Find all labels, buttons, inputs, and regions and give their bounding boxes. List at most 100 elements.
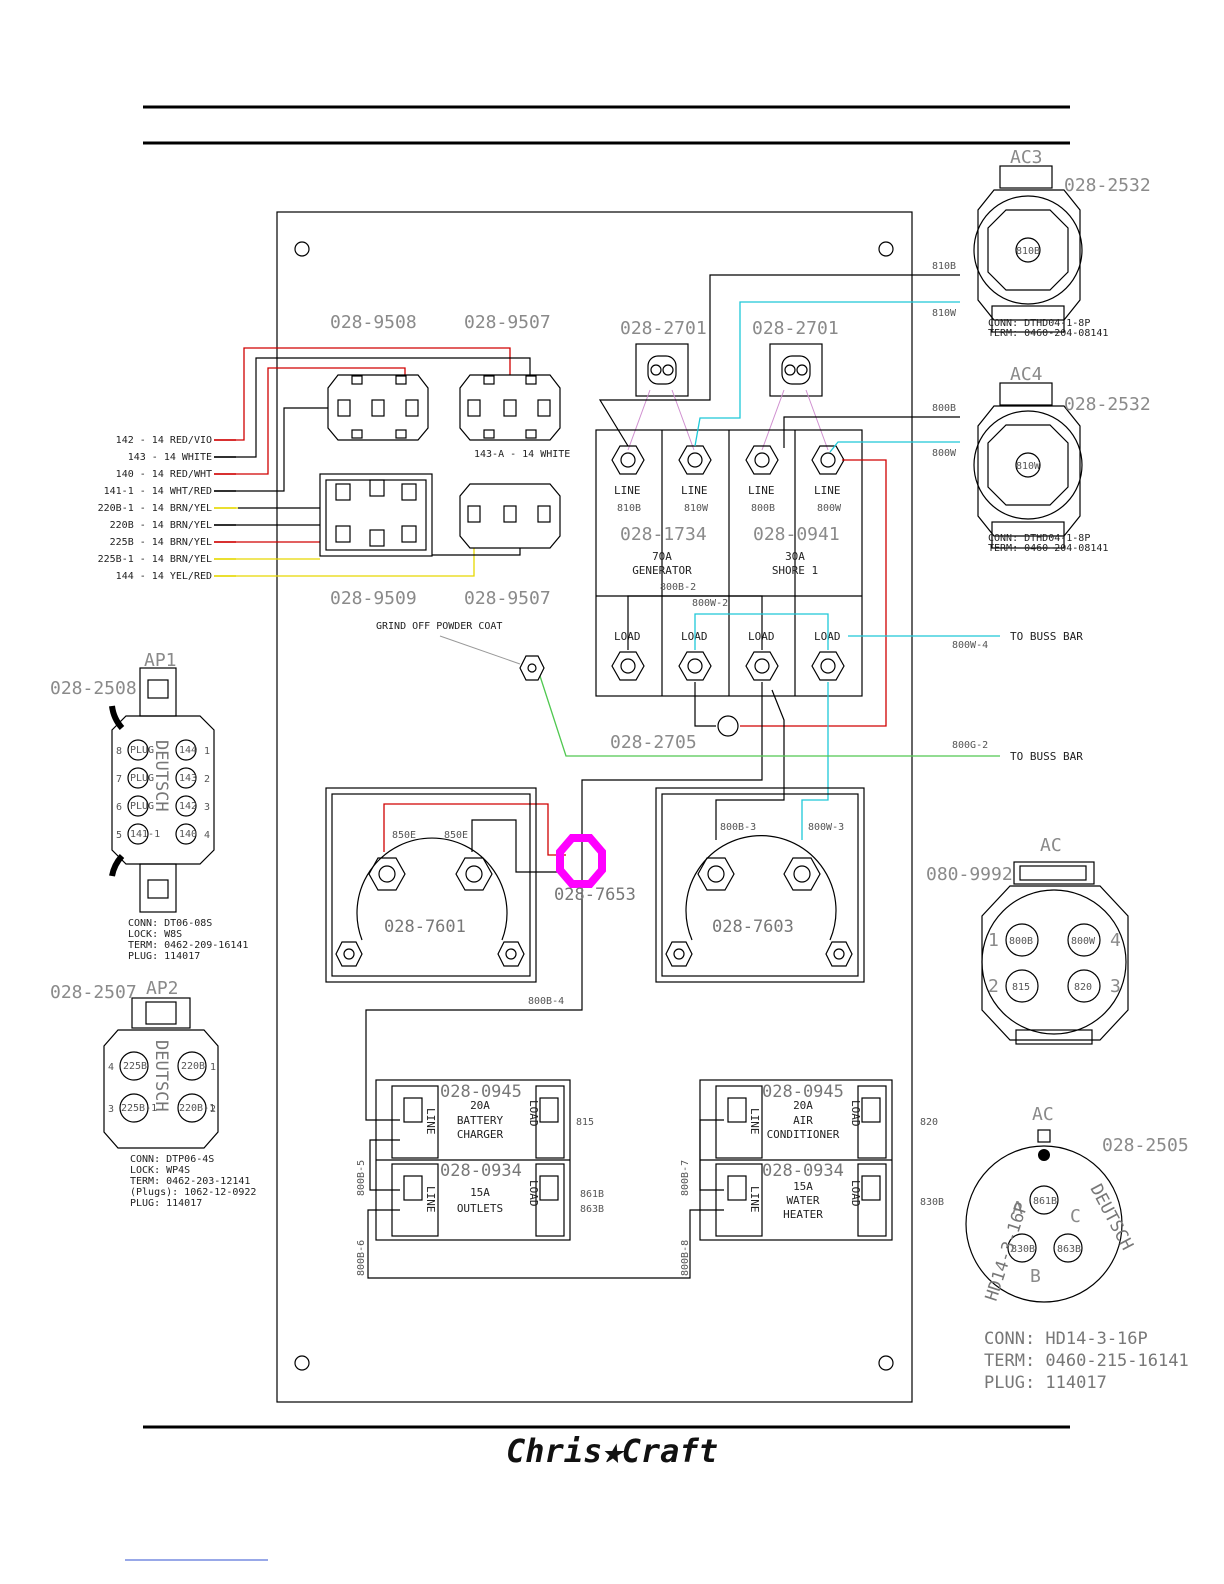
ap2-num-2: 1 [210, 1062, 216, 1073]
ac4-conn: CONN: DTHD04-1-8P [988, 533, 1090, 544]
wire-800g-2-label: 800G-2 [952, 740, 988, 751]
wire-label-225b: 225B - 14 BRN/YEL [110, 537, 212, 548]
shore-name: SHORE 1 [772, 564, 818, 577]
breaker-heater-wire: 830B [920, 1197, 944, 1208]
panel-hole-br [878, 1355, 894, 1371]
breaker-ac-line: LINE [748, 1108, 761, 1135]
ac-box-pin-4: 820 [1074, 982, 1092, 993]
ap1-pin-3: 142 [179, 801, 197, 812]
to-buss-bar-1: TO BUSS BAR [1010, 630, 1083, 643]
breaker-outlets-line: LINE [424, 1186, 437, 1213]
ac-round-plug: PLUG: 114017 [984, 1373, 1107, 1393]
ap1-left-num-1: 8 [116, 746, 122, 757]
meter-left-part: 028-7601 [384, 917, 466, 937]
breaker-line-wire-4: 800W [817, 503, 842, 514]
ap1-conn: CONN: DT06-08S [128, 918, 212, 929]
ac-round-pin-2: 830B [1011, 1244, 1035, 1255]
breaker-load-3: LOAD [748, 630, 775, 643]
ac-box-part: 080-9992 [926, 864, 1013, 885]
breaker-outlets-wire-1: 861B [580, 1189, 604, 1200]
breaker-line-wire-3: 800B [751, 503, 775, 514]
connector-ap1 [109, 667, 215, 913]
ap1-plug-2: PLUG [130, 773, 154, 784]
ac-round-pin-3: 863B [1057, 1244, 1081, 1255]
breaker-outlets-wire-2: 863B [580, 1204, 604, 1215]
ac-box-num-4: 3 [1110, 976, 1121, 997]
switch-9509-label: 028-9509 [330, 588, 417, 609]
switch-028-9508 [327, 374, 429, 441]
to-buss-bar-2: TO BUSS BAR [1010, 750, 1083, 763]
wire-800b-6: 800B-6 [356, 1240, 367, 1276]
breaker-battery-part: 028-0945 [440, 1082, 522, 1102]
breaker-battery-label-1: BATTERY [457, 1114, 504, 1127]
ap2-conn: CONN: DTP06-4S [130, 1154, 214, 1165]
connector-ac-round [965, 1129, 1123, 1303]
ap2-num-1: 4 [108, 1062, 114, 1073]
ground-stud [519, 655, 545, 681]
ground-stud-hole [527, 663, 537, 673]
ap2-pin-4: 220B-1 [179, 1103, 215, 1114]
small-breaker-panel-right [699, 1079, 893, 1241]
breaker-heater-line: LINE [748, 1186, 761, 1213]
ap2-plug: PLUG: 114017 [130, 1198, 202, 1209]
breaker-battery-rating: 20A [470, 1099, 490, 1112]
breaker-line-wire-2: 810W [684, 503, 709, 514]
wire-label-143: 143 - 14 WHITE [128, 452, 212, 463]
ap1-plug-1: PLUG [130, 745, 154, 756]
main-breaker-block [595, 429, 863, 697]
shore-rating: 30A [785, 550, 805, 563]
wire-143a-label: 143-A - 14 WHITE [474, 449, 570, 460]
wire-label-144: 144 - 14 YEL/RED [116, 571, 212, 582]
ap1-left-num-3: 6 [116, 802, 122, 813]
ap2-lock: LOCK: WP4S [130, 1165, 190, 1176]
breaker-heater-label-1: WATER [786, 1194, 819, 1207]
switch-028-9507-top [459, 374, 561, 441]
breaker-ac-load: LOAD [849, 1100, 862, 1127]
ap1-plug-4: 141-1 [130, 829, 160, 840]
ground-part-label: 028-2705 [610, 732, 697, 753]
ap1-right-num-4: 4 [204, 830, 210, 841]
wire-800b-7: 800B-7 [680, 1160, 691, 1196]
ap2-title: AP2 [146, 978, 179, 999]
ac3-part: 028-2532 [1064, 175, 1151, 196]
ac-box-pin-3: 815 [1012, 982, 1030, 993]
breaker-line-4: LINE [814, 484, 841, 497]
small-breaker-panel-left [375, 1079, 571, 1241]
wire-800b-4-label: 800B-4 [528, 996, 564, 1007]
ap1-term: TERM: 0462-209-16141 [128, 940, 248, 951]
main-wiring [365, 274, 1000, 1279]
breaker-ac-wire: 820 [920, 1117, 938, 1128]
ac3-conn: CONN: DTHD04-1-8P [988, 318, 1090, 329]
ap2-pin-3: 225B-1 [121, 1103, 157, 1114]
breaker-outlets-label-1: OUTLETS [457, 1202, 503, 1215]
wire-label-225b-1: 225B-1 - 14 BRN/YEL [98, 554, 212, 565]
breaker-load-2: LOAD [681, 630, 708, 643]
ac3-title: AC3 [1010, 147, 1043, 168]
shore-breaker-part: 028-0941 [753, 524, 840, 545]
breaker-load-1: LOAD [614, 630, 641, 643]
wire-label-220b: 220B - 14 BRN/YEL [110, 520, 212, 531]
relay-left-label: 028-2701 [620, 318, 707, 339]
ap1-lock: LOCK: W8S [128, 929, 182, 940]
connector-ap2 [103, 997, 219, 1149]
ac-box-pin-2: 800W [1071, 936, 1096, 947]
ac-round-term: TERM: 0460-215-16141 [984, 1351, 1189, 1371]
wire-800b-2: 800B-2 [660, 582, 696, 593]
wire-legend: 142 - 14 RED/VIO 143 - 14 WHITE 140 - 14… [98, 435, 212, 582]
breaker-heater-rating: 15A [793, 1180, 813, 1193]
ac-round-letter-b: B [1030, 1266, 1041, 1287]
ap2-plugs: (Plugs): 1062-12-0922 [130, 1187, 256, 1198]
buss-node-028-2705 [717, 715, 739, 737]
meter-right-terminal-1: 800B-3 [720, 822, 756, 833]
wire-800w-label: 800W [932, 448, 957, 459]
meter-left-terminal-2: 850E [444, 830, 468, 841]
meter-right-part: 028-7603 [712, 917, 794, 937]
ap1-pin-4: 140 [179, 829, 197, 840]
connector-ac3 [973, 165, 1083, 333]
ac4-pin: 810W [1016, 461, 1041, 472]
breaker-battery-load: LOAD [527, 1100, 540, 1127]
grind-note: GRIND OFF POWDER COAT [376, 621, 502, 632]
breaker-battery-line: LINE [424, 1108, 437, 1135]
wire-800w-4-label: 800W-4 [952, 640, 988, 651]
ac4-title: AC4 [1010, 364, 1043, 385]
